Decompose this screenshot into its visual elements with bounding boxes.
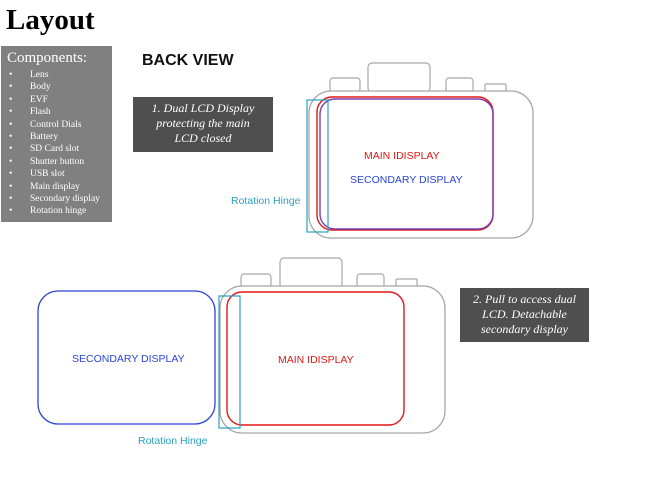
component-item: Secondary display (7, 193, 112, 205)
main-display-label: MAIN IDISPLAY (364, 150, 440, 162)
components-heading: Components: (7, 50, 88, 66)
note-open-line: secondary display (481, 322, 568, 336)
camera-body (219, 285, 446, 434)
component-item: Flash (7, 106, 112, 118)
main-display-outline (226, 291, 405, 426)
note-closed-line: LCD closed (174, 131, 232, 145)
note-closed: 1. Dual LCD Display protecting the main … (133, 97, 273, 152)
component-item: Control Dials (7, 119, 112, 131)
rotation-hinge-outline (218, 295, 241, 429)
component-item: Battery (7, 131, 112, 143)
rotation-hinge-label: Rotation Hinge (138, 435, 208, 447)
diagram-open: SECONDARY DISPLAY MAIN IDISPLAY Rotation… (37, 257, 446, 447)
secondary-display-label: SECONDARY DISPLAY (72, 353, 185, 365)
rotation-hinge-label: Rotation Hinge (231, 195, 301, 207)
secondary-display-detached (37, 290, 216, 425)
secondary-display-outline (319, 98, 494, 230)
camera-body (308, 90, 534, 239)
back-view-title: BACK VIEW (142, 52, 234, 69)
component-item: Shutter button (7, 156, 112, 168)
component-item: Rotation hinge (7, 205, 112, 217)
camera-evf (367, 62, 431, 93)
rotation-hinge-outline (306, 99, 329, 233)
note-open-line: 2. Pull to access dual (473, 292, 576, 306)
component-item: Main display (7, 181, 112, 193)
camera-top-button (329, 77, 361, 93)
note-open: 2. Pull to access dual LCD. Detachable s… (460, 288, 589, 342)
secondary-display-label: SECONDARY DISPLAY (350, 174, 463, 186)
note-open-line: LCD. Detachable (482, 307, 567, 321)
component-item: Body (7, 81, 112, 93)
camera-top-dial (445, 77, 474, 93)
components-list: Lens Body EVF Flash Control Dials Batter… (7, 69, 112, 218)
component-item: Lens (7, 69, 112, 81)
page-title: Layout (6, 4, 95, 36)
components-panel: Components: Lens Body EVF Flash Control … (1, 46, 112, 222)
note-closed-line: 1. Dual LCD Display (151, 101, 255, 115)
note-closed-line: protecting the main (156, 116, 250, 130)
component-item: SD Card slot (7, 143, 112, 155)
component-item: USB slot (7, 168, 112, 180)
component-item: EVF (7, 94, 112, 106)
camera-evf (279, 257, 343, 289)
diagram-closed: MAIN IDISPLAY SECONDARY DISPLAY Rotation… (231, 62, 534, 239)
main-display-label: MAIN IDISPLAY (278, 354, 354, 366)
